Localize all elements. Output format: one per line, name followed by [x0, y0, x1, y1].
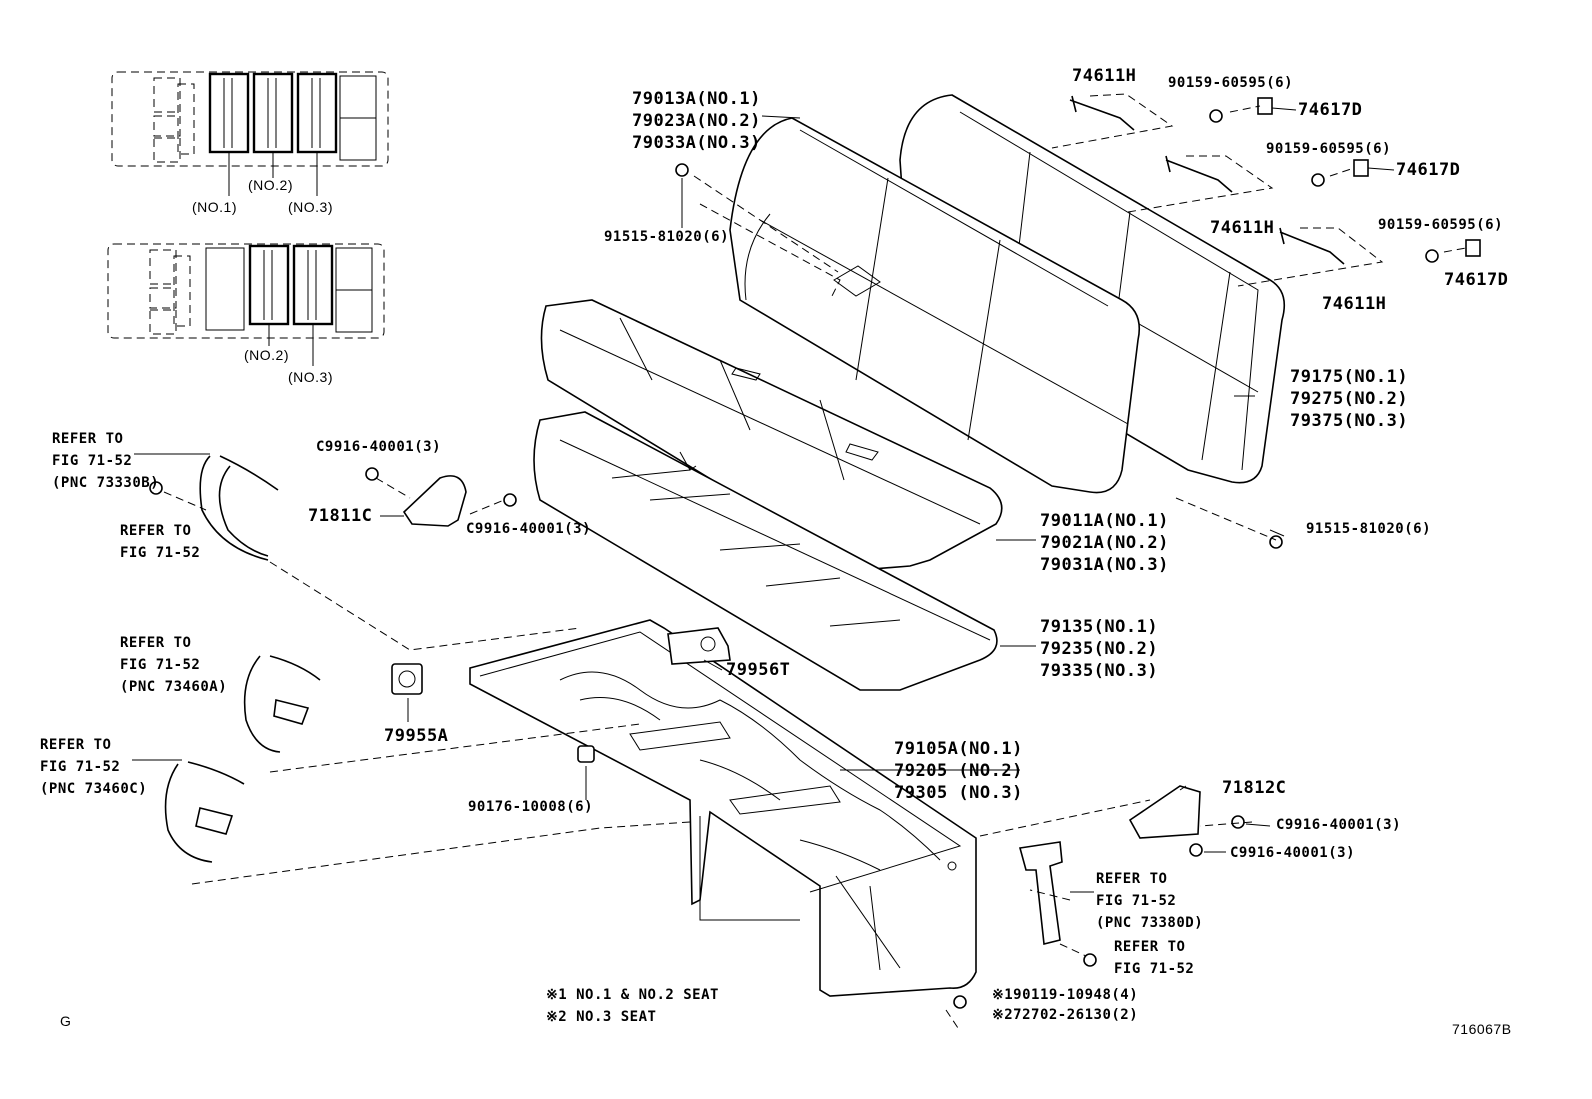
hinge-cover-71811c	[402, 475, 467, 527]
bolt-90159-3-label: 90159-60595(6)	[1378, 217, 1504, 233]
footnote-1: ※1 NO.1 & NO.2 SEAT	[546, 987, 719, 1003]
refer-note-1-line: FIG 71-52	[52, 453, 133, 469]
refer-note-1: REFER TO FIG 71-52 (PNC 73330B)	[52, 428, 159, 494]
config1-no1-label: (NO.1)	[192, 199, 237, 215]
clip-74617d-2	[1353, 159, 1369, 177]
refer-note-6-line: REFER TO	[1114, 939, 1186, 955]
bracket-79956t-label: 79956T	[726, 660, 791, 680]
refer-note-4: REFER TO FIG 71-52 (PNC 73460C)	[40, 734, 147, 800]
part-79275: 79275(NO.2)	[1290, 389, 1409, 409]
refer-note-3: REFER TO FIG 71-52 (PNC 73460A)	[120, 632, 227, 698]
clip-74617d-1-label: 74617D	[1298, 100, 1363, 120]
seat-config-1-thumbnail	[111, 71, 389, 196]
nut-90176-label: 90176-10008(6)	[468, 799, 594, 815]
cap-79955a-label: 79955A	[384, 726, 449, 746]
seat-frame	[469, 619, 977, 997]
refer-note-1-line: REFER TO	[52, 431, 124, 447]
refer-note-6-line: FIG 71-52	[1114, 961, 1195, 977]
seatbelt-buckle-73380d	[1018, 841, 1063, 945]
part-79021a: 79021A(NO.2)	[1040, 533, 1169, 553]
part-79031a: 79031A(NO.3)	[1040, 555, 1169, 575]
hook-74611h-2-label: 74611H	[1210, 218, 1275, 238]
config2-no3-label: (NO.3)	[288, 369, 333, 385]
seatback-assy-label: 79013A(NO.1) 79023A(NO.2) 79033A(NO.3)	[632, 88, 761, 154]
refer-note-3-line: REFER TO	[120, 635, 192, 651]
screw-c9916-d-label: C9916-40001(3)	[1230, 845, 1356, 861]
refer-note-6: REFER TO FIG 71-52	[1114, 936, 1194, 980]
bolt-90159-2-label: 90159-60595(6)	[1266, 141, 1392, 157]
cap-79955a	[391, 663, 423, 695]
refer-note-4-line: FIG 71-52	[40, 759, 121, 775]
seat-cushion	[540, 299, 1003, 571]
dashed-leaders	[163, 93, 1467, 1029]
refer-note-2-line: FIG 71-52	[120, 545, 201, 561]
part-79013a: 79013A(NO.1)	[632, 89, 761, 109]
refer-note-2-line: REFER TO	[120, 523, 192, 539]
hinge-cover-71811c-label: 71811C	[308, 506, 373, 526]
part-79305: 79305 (NO.3)	[894, 783, 1023, 803]
clip-74617d-2-label: 74617D	[1396, 160, 1461, 180]
hook-74611h-1-label: 74611H	[1072, 66, 1137, 86]
screw-c9916-a-label: C9916-40001(3)	[316, 439, 442, 455]
part-79175: 79175(NO.1)	[1290, 367, 1409, 387]
seat-config-2-thumbnail	[107, 243, 385, 366]
clip-74617d-3	[1465, 239, 1481, 257]
part-79135: 79135(NO.1)	[1040, 617, 1159, 637]
seat-cushion-cover	[533, 411, 998, 691]
hook-74611h-3	[1279, 227, 1345, 265]
bracket-79956t	[667, 627, 731, 665]
part-79335: 79335(NO.3)	[1040, 661, 1159, 681]
bolt-91515-left-label: 91515-81020(6)	[604, 229, 730, 245]
refer-note-5: REFER TO FIG 71-52 (PNC 73380D)	[1096, 868, 1203, 934]
refer-note-4-line: REFER TO	[40, 737, 112, 753]
config2-no2-label: (NO.2)	[244, 347, 289, 363]
seatbelt-73330b	[199, 455, 279, 561]
refer-note-4-line: (PNC 73460C)	[40, 781, 148, 797]
bolt-91515-right-label: 91515-81020(6)	[1306, 521, 1432, 537]
refer-note-2: REFER TO FIG 71-52	[120, 520, 200, 564]
seatback-cover-label: 79175(NO.1) 79275(NO.2) 79375(NO.3)	[1290, 366, 1408, 432]
refer-note-5-line: (PNC 73380D)	[1096, 915, 1204, 931]
config1-no3-label: (NO.3)	[288, 199, 333, 215]
seatbelt-73460a	[243, 655, 321, 753]
hinge-cover-71812c	[1128, 785, 1201, 839]
refer-note-5-line: FIG 71-52	[1096, 893, 1177, 909]
part-79105a: 79105A(NO.1)	[894, 739, 1023, 759]
figure-id: 716067B	[1452, 1021, 1512, 1037]
nut-90176	[577, 745, 595, 763]
footnote-2: ※2 NO.3 SEAT	[546, 1009, 657, 1025]
bolt-72702-label: ※272702-26130(2)	[992, 1007, 1139, 1023]
hinge-cover-71812c-label: 71812C	[1222, 778, 1287, 798]
screw-c9916-b-label: C9916-40001(3)	[466, 521, 592, 537]
corner-letter: G	[60, 1013, 72, 1029]
bolt-90119-label: ※190119-10948(4)	[992, 987, 1139, 1003]
front-seatback	[729, 117, 1141, 494]
part-79235: 79235(NO.2)	[1040, 639, 1159, 659]
clip-74617d-3-label: 74617D	[1444, 270, 1509, 290]
hook-74611h-2	[1165, 155, 1233, 193]
hook-74611h-3-label: 74611H	[1322, 294, 1387, 314]
clip-74617d-1	[1257, 97, 1273, 115]
refer-note-3-line: FIG 71-52	[120, 657, 201, 673]
config1-no2-label: (NO.2)	[248, 177, 293, 193]
part-79011a: 79011A(NO.1)	[1040, 511, 1169, 531]
seat-frame-label: 79105A(NO.1) 79205 (NO.2) 79305 (NO.3)	[894, 738, 1023, 804]
cushion-cover-label: 79135(NO.1) 79235(NO.2) 79335(NO.3)	[1040, 616, 1158, 682]
label-leaders	[132, 107, 1395, 893]
part-79033a: 79033A(NO.3)	[632, 133, 761, 153]
seatbelt-73460c	[164, 761, 245, 863]
refer-note-5-line: REFER TO	[1096, 871, 1168, 887]
part-79205: 79205 (NO.2)	[894, 761, 1023, 781]
refer-note-1-line: (PNC 73330B)	[52, 475, 160, 491]
refer-note-3-line: (PNC 73460A)	[120, 679, 228, 695]
cushion-assy-label: 79011A(NO.1) 79021A(NO.2) 79031A(NO.3)	[1040, 510, 1169, 576]
bolt-90159-1-label: 90159-60595(6)	[1168, 75, 1294, 91]
hook-74611h-1	[1069, 95, 1135, 131]
part-79023a: 79023A(NO.2)	[632, 111, 761, 131]
screw-c9916-c-label: C9916-40001(3)	[1276, 817, 1402, 833]
bolts	[149, 109, 1439, 1009]
part-79375: 79375(NO.3)	[1290, 411, 1409, 431]
